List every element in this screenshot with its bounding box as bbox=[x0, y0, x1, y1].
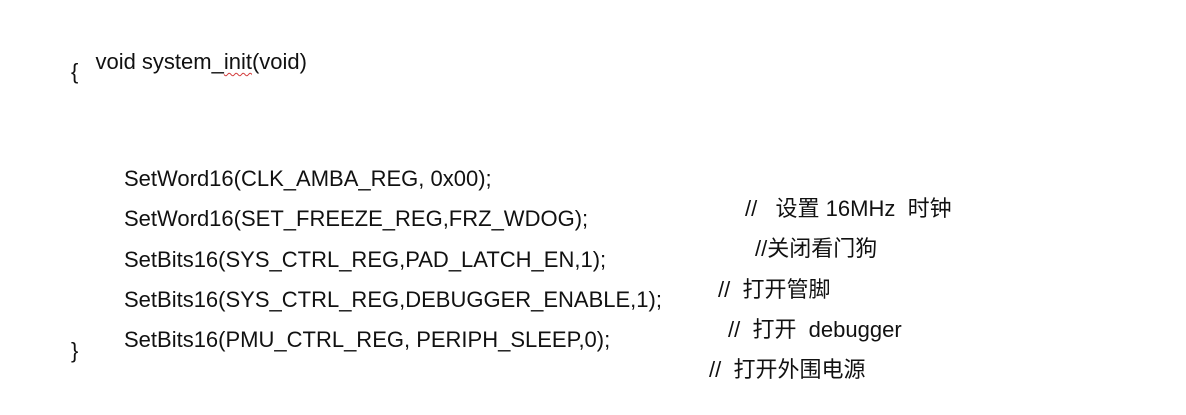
close-brace: } bbox=[71, 338, 79, 363]
code-line: SetWord16(CLK_AMBA_REG, 0x00); // 设置 16M… bbox=[0, 134, 1186, 221]
code-comment: // 打开管脚 bbox=[718, 277, 831, 302]
code-line: SetWord16(SET_FREEZE_REG,FRZ_WDOG); //关闭… bbox=[0, 174, 1186, 261]
code-line: SetBits16(PMU_CTRL_REG, PERIPH_SLEEP,0);… bbox=[0, 295, 1186, 382]
code-line: SetBits16(SYS_CTRL_REG,PAD_LATCH_EN,1); … bbox=[0, 215, 1186, 302]
code-statement: SetBits16(SYS_CTRL_REG,PAD_LATCH_EN,1); bbox=[124, 247, 607, 272]
signature-suffix: (void) bbox=[251, 49, 307, 74]
code-comment: // 设置 16MHz 时钟 bbox=[745, 196, 952, 221]
function-signature: void system_init(void) bbox=[71, 17, 307, 74]
code-comment: // 打开外围电源 bbox=[709, 357, 866, 382]
code-statement: SetBits16(SYS_CTRL_REG,DEBUGGER_ENABLE,1… bbox=[124, 287, 662, 312]
code-line: SetBits16(SYS_CTRL_REG,DEBUGGER_ENABLE,1… bbox=[0, 255, 1186, 342]
open-brace: { bbox=[71, 59, 79, 84]
code-comment: // 打开 debugger bbox=[728, 317, 902, 342]
code-statement: SetBits16(PMU_CTRL_REG, PERIPH_SLEEP,0); bbox=[124, 327, 611, 352]
code-statement: SetWord16(CLK_AMBA_REG, 0x00); bbox=[124, 166, 492, 191]
code-comment: //关闭看门狗 bbox=[755, 236, 878, 261]
spellcheck-flagged-word: init bbox=[223, 49, 252, 74]
signature-prefix: void system_ bbox=[95, 49, 224, 74]
code-statement: SetWord16(SET_FREEZE_REG,FRZ_WDOG); bbox=[124, 206, 589, 231]
